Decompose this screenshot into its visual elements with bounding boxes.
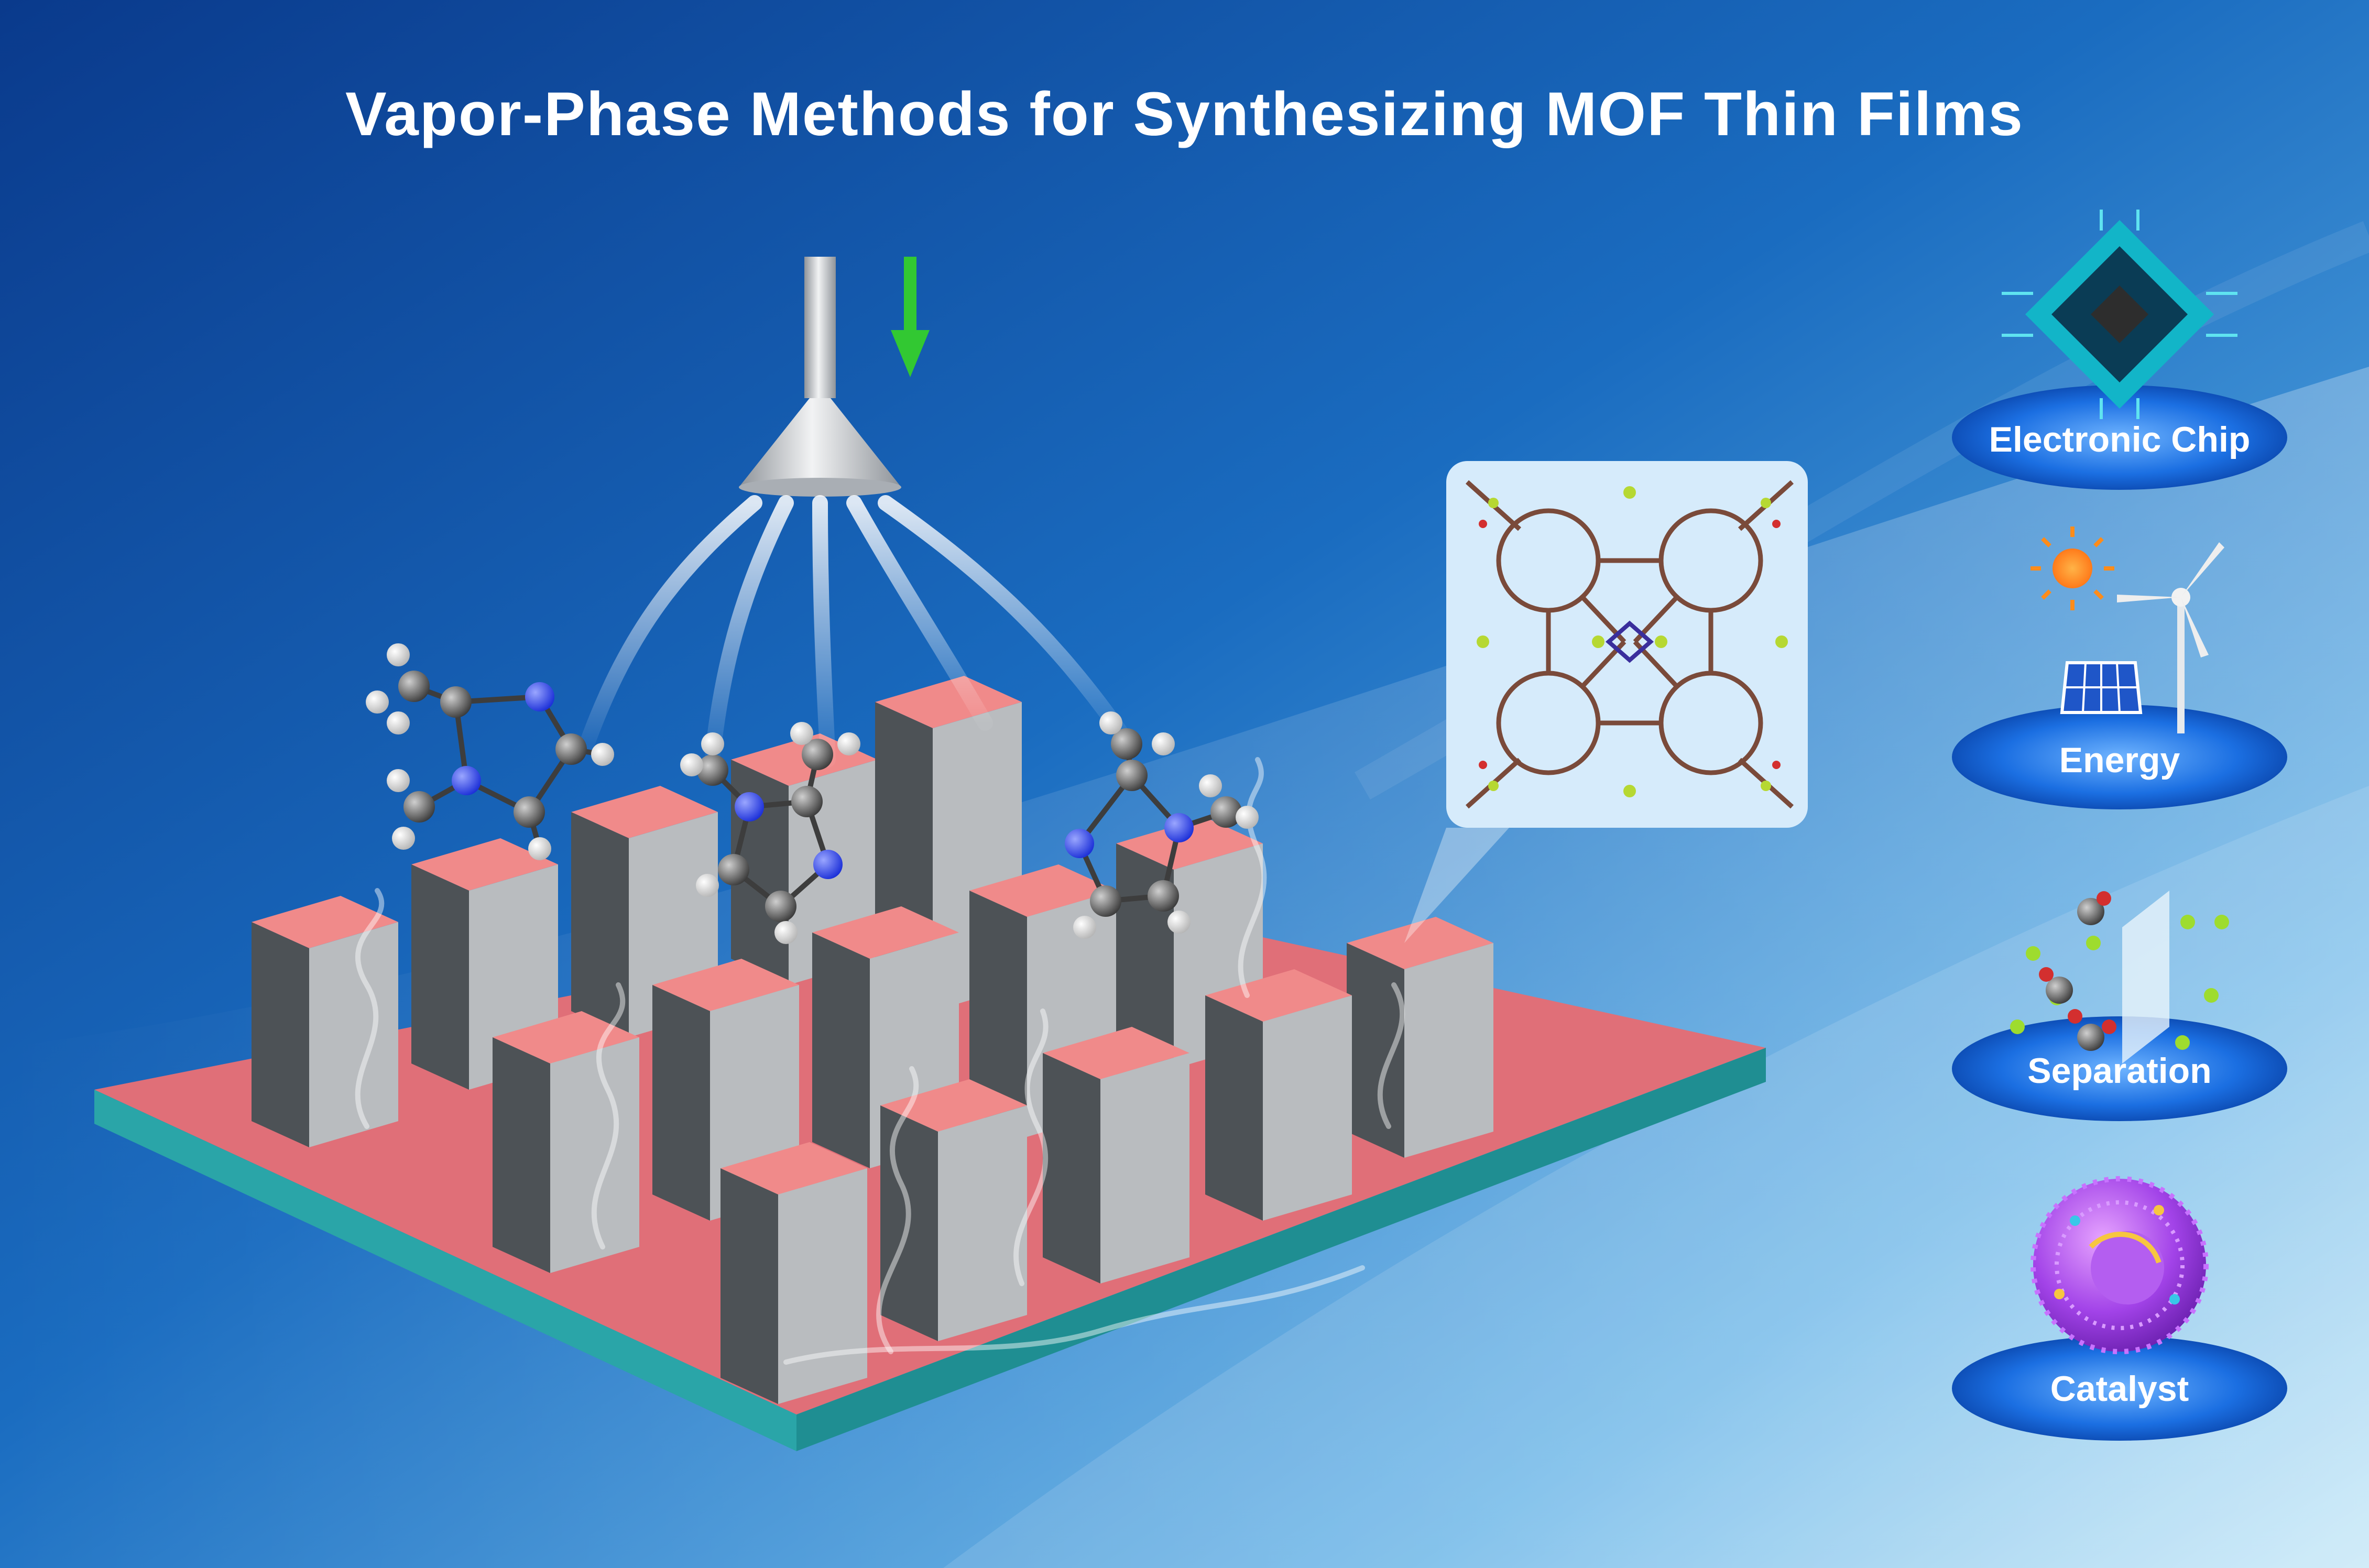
catalyst-sphere-icon [2030,1176,2209,1354]
imidazole-molecule-left [366,643,614,860]
imidazole-molecule-right [1065,711,1259,939]
label-electronic-chip: Electronic Chip [1989,420,2251,459]
vapor-beams [579,495,1129,767]
chip-icon [2002,210,2237,419]
mof-pillars [252,676,1493,1404]
deposition-arrow [891,257,930,377]
label-separation: Separation [2027,1051,2212,1091]
energy-icon [2030,527,2224,733]
figure-title: Vapor-Phase Methods for Synthesizing MOF… [345,80,2024,149]
application-platforms [1952,385,2287,1441]
mof-structure-inset [1404,461,1808,943]
label-energy: Energy [2059,740,2180,780]
vapor-smoke [355,757,1405,1365]
label-catalyst: Catalyst [2050,1369,2189,1409]
imidazole-molecule-center [680,722,860,944]
vapor-nozzle [739,257,901,497]
separation-icon [2010,891,2229,1063]
